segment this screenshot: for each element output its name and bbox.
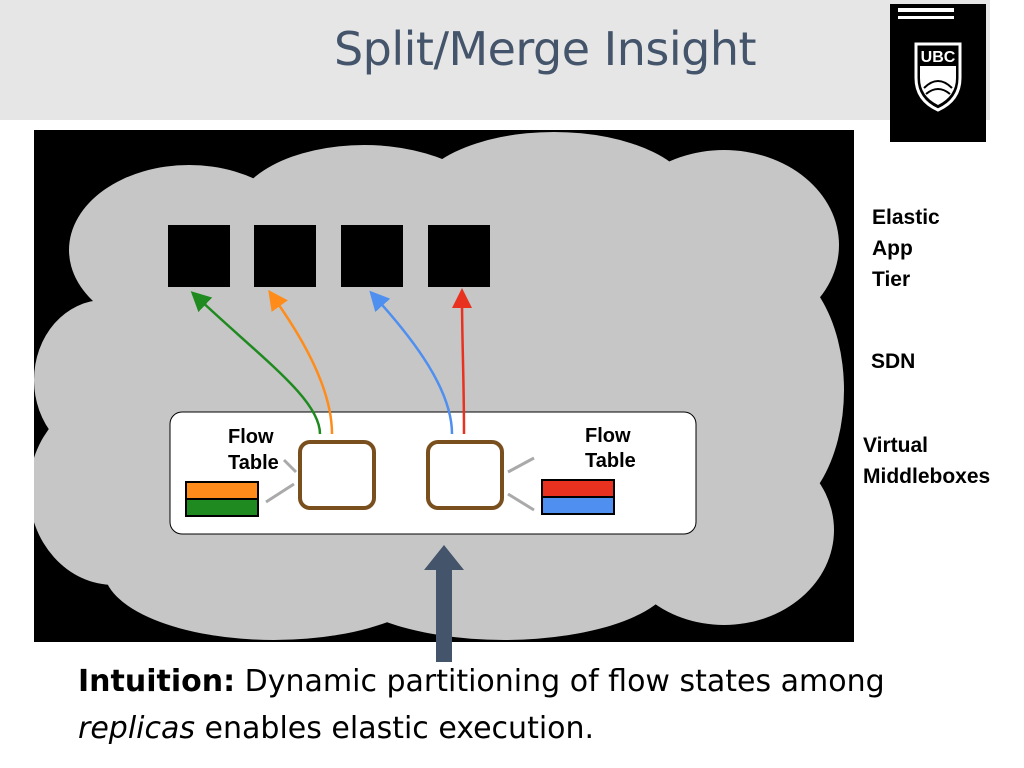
green-flow-arrow [190,291,322,435]
logo-text: UBC [921,49,956,66]
app-server-4 [428,225,490,287]
middlebox-right [426,440,504,510]
title-banner [0,0,990,120]
cloud-shape [34,132,844,640]
red-flow-arrow [452,288,473,435]
cloud-diagram: Flow Table Flow Table [34,130,854,642]
app-server-1 [168,225,230,287]
intuition-text-1: Dynamic partitioning of flow states amon… [235,664,885,699]
intuition-text-2: enables elastic execution. [195,711,595,746]
input-traffic-arrow [424,545,464,642]
flow-table-right [541,479,615,515]
label-sdn: SDN [871,350,916,373]
ubc-logo: UBC [890,4,986,142]
app-server-3 [341,225,403,287]
flow-table-left-label-2: Table [228,452,279,474]
middlebox-left [298,440,376,510]
intuition-lead: Intuition: [78,664,236,699]
app-server-2 [254,225,316,287]
blue-flow-arrow [369,290,454,435]
flow-table-left [185,481,259,517]
label-elastic-app-tier: Elastic App Tier [872,206,940,291]
slide-title: Split/Merge Insight [333,22,757,76]
ubc-crest-logo-icon: UBC [898,8,962,112]
orange-flow-arrow [268,289,334,435]
arrow-shaft-extension [436,640,452,662]
intuition-caption: Intuition: Dynamic partitioning of flow … [78,658,978,752]
flow-table-right-label-2: Table [585,450,636,472]
flow-table-left-label-1: Flow [228,426,274,448]
flow-table-right-label-1: Flow [585,425,631,447]
intuition-italic: replicas [78,711,196,746]
label-virtual-middleboxes: Virtual Middleboxes [863,434,991,488]
